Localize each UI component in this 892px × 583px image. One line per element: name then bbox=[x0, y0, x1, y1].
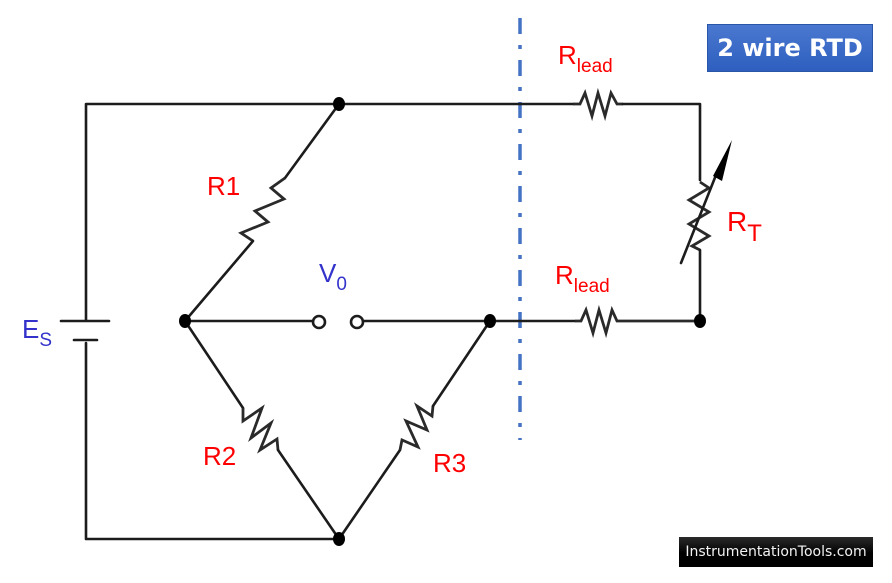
label-r1: R1 bbox=[207, 171, 240, 201]
wire-r1-bottom bbox=[183, 239, 255, 323]
v0-terminal-right bbox=[349, 314, 365, 330]
junction-right bbox=[484, 314, 496, 328]
resistor-r3 bbox=[398, 402, 435, 451]
junction-bottom bbox=[333, 532, 345, 546]
diagram-title-badge: 2 wire RTD bbox=[707, 24, 873, 72]
label-rt: RT bbox=[727, 206, 762, 247]
label-rlead-bottom: Rlead bbox=[555, 260, 610, 297]
wire-r3-bottom bbox=[337, 448, 402, 541]
junction-rt-bottom bbox=[694, 314, 706, 328]
wire-r2-bottom bbox=[276, 448, 341, 541]
junction-top bbox=[333, 97, 345, 111]
label-r2: R2 bbox=[203, 441, 236, 471]
label-rlead-top: Rlead bbox=[558, 40, 613, 77]
resistor-r2 bbox=[241, 404, 280, 454]
battery-symbol bbox=[59, 319, 111, 342]
label-es: ES bbox=[22, 314, 52, 351]
watermark-badge: InstrumentationTools.com bbox=[679, 537, 873, 567]
resistor-rlead-top bbox=[573, 87, 623, 122]
junction-left bbox=[179, 314, 191, 328]
wire-bottom-left bbox=[84, 341, 341, 541]
label-v0: V0 bbox=[319, 258, 347, 295]
resistor-r1 bbox=[238, 176, 287, 243]
wire-top-left bbox=[84, 102, 341, 322]
wire-r2-top bbox=[183, 319, 245, 410]
v0-terminal-left bbox=[311, 314, 327, 330]
label-r3: R3 bbox=[433, 448, 466, 478]
wire-r3-top bbox=[431, 319, 492, 408]
rt-variable-arrow-shaft bbox=[679, 168, 720, 265]
rt-variable-arrowhead-icon bbox=[713, 140, 732, 181]
wire-r1-top bbox=[283, 102, 341, 180]
resistor-rlead-bottom bbox=[575, 304, 700, 339]
wire-top-to-rt bbox=[621, 102, 702, 182]
